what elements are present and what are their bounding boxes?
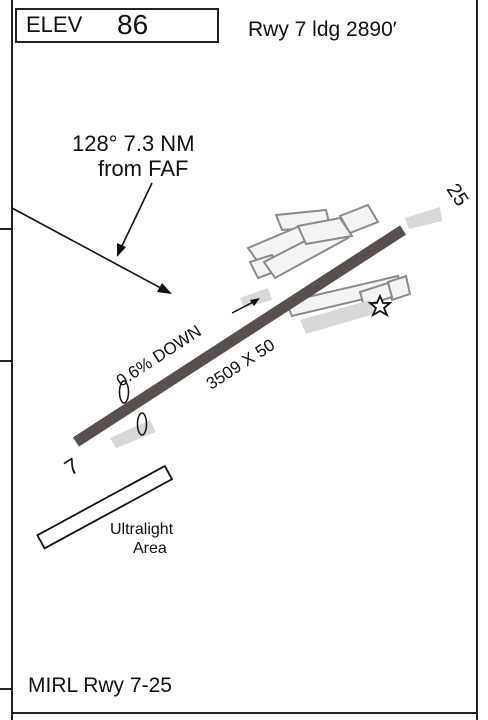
star-beacon-icon	[367, 293, 393, 318]
ultralight-area-outline	[36, 464, 174, 550]
approach-note-leader-line	[119, 182, 153, 251]
threshold-marker	[118, 380, 130, 404]
building	[358, 281, 394, 308]
approach-course-line	[11, 207, 171, 294]
frame-tick-mark	[0, 360, 11, 362]
landing-distance-label: Rwy 7 ldg 2890′	[248, 18, 397, 41]
airport-buildings	[246, 203, 412, 318]
apron	[240, 288, 272, 308]
runway-7-25	[73, 225, 406, 447]
elevation-label: ELEV	[26, 12, 83, 37]
threshold-marker	[136, 412, 148, 436]
elevation-value: 86	[117, 9, 149, 40]
frame-tick-mark	[0, 688, 11, 690]
building	[296, 216, 354, 246]
frame-right-border	[476, 0, 478, 720]
apron-pads	[110, 207, 442, 448]
runway-threshold-markers	[118, 380, 148, 436]
runway-overrun-25	[405, 207, 442, 229]
ultralight-area-label-line1: Ultralight	[110, 521, 174, 538]
frame-left-border	[11, 0, 13, 720]
runway-lighting-label: MIRL Rwy 7-25	[28, 674, 172, 697]
frame-bottom-border	[11, 712, 478, 714]
approach-note-line2: from FAF	[98, 156, 189, 181]
frame-tick-mark	[0, 228, 11, 230]
approach-note-line1: 128° 7.3 NM	[72, 131, 195, 156]
leader-arrow-head	[117, 243, 126, 257]
gradient-arrow-icon	[231, 298, 260, 314]
apron	[300, 300, 374, 334]
approach-arrow-head	[157, 283, 172, 294]
runway-overrun-7	[110, 420, 156, 448]
ultralight-area-label-line2: Area	[133, 540, 167, 557]
elevation-box	[15, 8, 219, 43]
